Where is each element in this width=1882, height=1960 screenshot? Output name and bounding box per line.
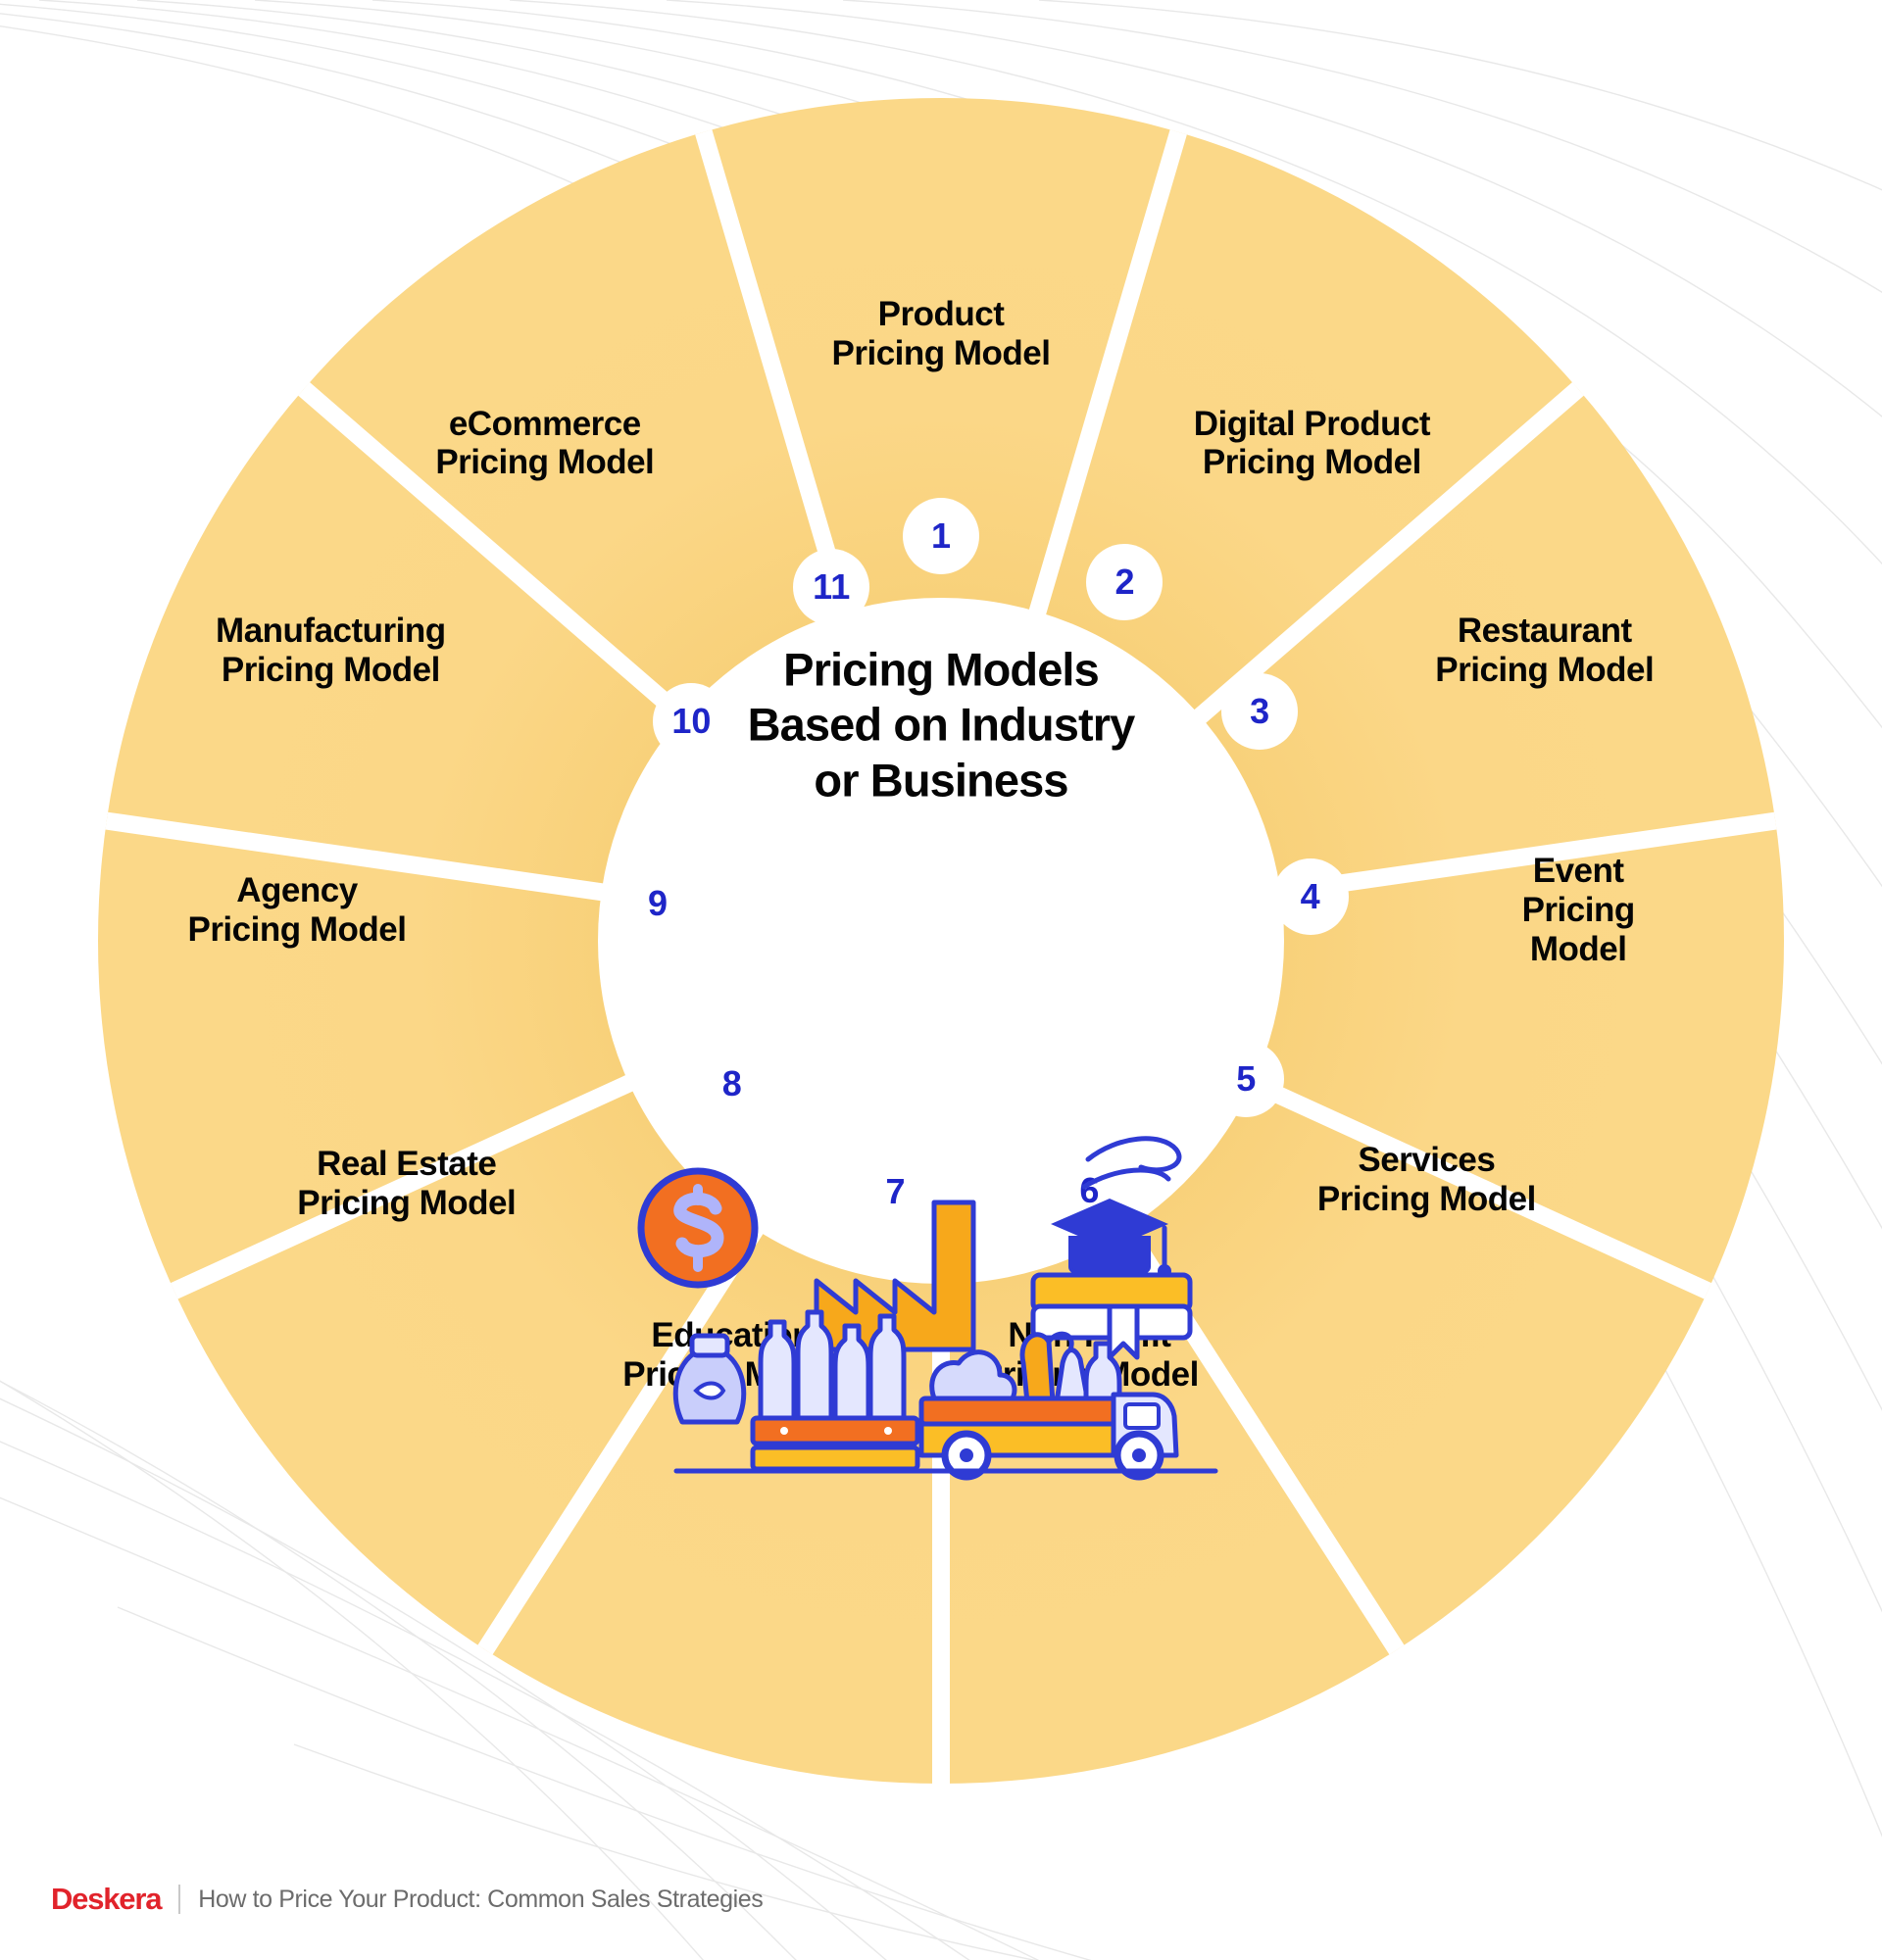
number-bubble-2[interactable]: 2 (1086, 543, 1164, 620)
deskera-logo[interactable]: Deskera (51, 1882, 162, 1916)
bottles-icon (758, 1309, 907, 1427)
dollar-coin-icon (637, 1167, 759, 1289)
wheel-svg (98, 98, 1784, 1784)
footer: Deskera How to Price Your Product: Commo… (51, 1882, 764, 1917)
number-bubble-11[interactable]: 11 (793, 548, 870, 625)
produce-truck-icon (673, 1331, 1218, 1481)
number-bubble-9[interactable]: 9 (619, 865, 697, 943)
pricing-wheel: 1 2 3 4 5 6 7 8 9 10 11 Product Pricing … (98, 98, 1784, 1784)
factory-icon (814, 1200, 976, 1352)
number-bubble-8[interactable]: 8 (693, 1046, 770, 1123)
footer-divider (178, 1885, 181, 1914)
number-bubble-10[interactable]: 10 (653, 683, 730, 760)
number-bubble-3[interactable]: 3 (1221, 673, 1299, 751)
graduation-cap-icon (1051, 1198, 1171, 1280)
page-title: Pricing Models Based on Industry or Busi… (747, 643, 1136, 807)
book-icon (1030, 1272, 1193, 1360)
number-bubble-1[interactable]: 1 (903, 498, 979, 575)
vase-icon (672, 1333, 747, 1425)
squiggle-icon (1081, 1135, 1182, 1190)
number-bubble-7[interactable]: 7 (857, 1153, 934, 1231)
crate-icon (750, 1415, 920, 1472)
footer-article-title: How to Price Your Product: Common Sales … (198, 1885, 764, 1913)
number-bubble-4[interactable]: 4 (1271, 858, 1349, 936)
number-bubble-5[interactable]: 5 (1208, 1041, 1285, 1118)
center-illustration (637, 1135, 1218, 1481)
center-hub (598, 598, 1284, 1284)
